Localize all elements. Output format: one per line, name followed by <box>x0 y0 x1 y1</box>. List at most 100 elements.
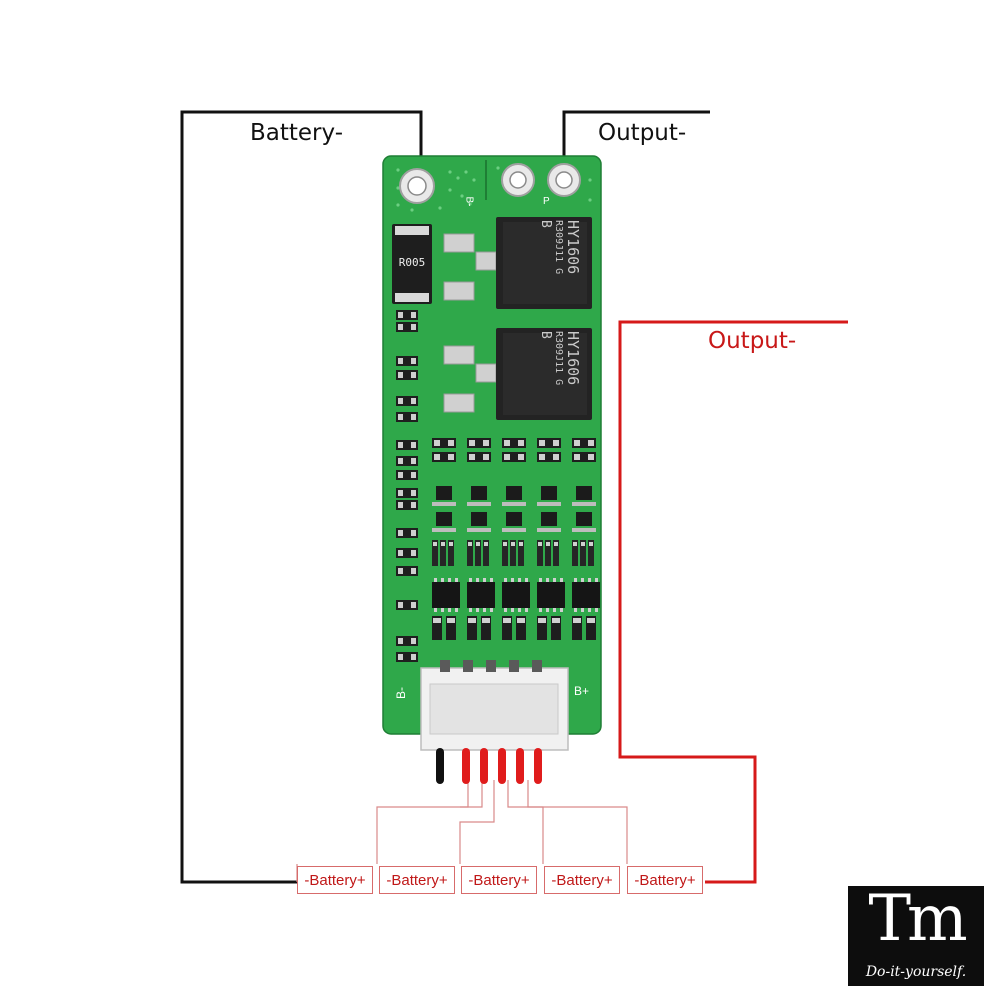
smd-part <box>398 372 403 378</box>
smd-part <box>560 608 563 612</box>
mosfet-top-marking: HY1606 R309J11 G B <box>508 220 582 310</box>
logo-tagline: Do-it-yourself. <box>865 964 967 980</box>
smd-part <box>588 454 594 460</box>
output-minus-black-wire <box>562 110 710 170</box>
smd-part <box>467 438 491 448</box>
smd-part <box>432 502 456 506</box>
smd-part <box>469 440 475 446</box>
smd-part <box>541 486 557 500</box>
smd-part <box>476 578 479 582</box>
smd-part <box>483 454 489 460</box>
smd-part <box>560 578 563 582</box>
smd-part <box>476 542 480 546</box>
smd-part <box>411 324 416 330</box>
smd-part <box>511 608 514 612</box>
smd-part <box>398 472 403 478</box>
smd-part <box>398 550 403 556</box>
smd-part <box>441 608 444 612</box>
smd-part <box>595 578 598 582</box>
smd-part <box>411 550 416 556</box>
smd-part <box>467 528 491 532</box>
smd-part <box>483 578 486 582</box>
smd-part <box>545 540 551 566</box>
smd-part <box>396 488 418 498</box>
smd-part <box>455 608 458 612</box>
mosfet-bottom-part: HY1606 <box>564 331 582 386</box>
smd-part <box>468 542 472 546</box>
smd-part <box>411 568 416 574</box>
smd-part <box>554 542 558 546</box>
smd-part <box>411 638 416 644</box>
smd-part <box>396 356 418 366</box>
smd-part <box>553 578 556 582</box>
smd-part <box>574 454 580 460</box>
smd-part <box>398 442 403 448</box>
smd-part <box>541 512 557 526</box>
smd-part <box>572 540 578 566</box>
output-minus-red-label: Output- <box>708 328 797 354</box>
mosfet-bottom-code: R309J11 G <box>553 331 564 386</box>
smd-part <box>440 540 446 566</box>
smd-part <box>446 616 456 640</box>
smd-part <box>518 440 524 446</box>
smd-part <box>432 438 456 448</box>
smd-part <box>518 454 524 460</box>
output-minus-black-label: Output- <box>598 120 687 146</box>
shunt-resistor <box>392 224 432 304</box>
battery-cell-4: -Battery+ <box>544 866 620 894</box>
smd-part <box>398 414 403 420</box>
smd-part <box>539 454 545 460</box>
smd-part <box>411 502 416 508</box>
smd-part <box>398 654 403 660</box>
smd-part <box>449 542 453 546</box>
smd-part <box>574 608 577 612</box>
smd-part <box>398 358 403 364</box>
smd-part <box>572 582 600 608</box>
smd-part <box>518 578 521 582</box>
smd-part <box>434 608 437 612</box>
smd-part <box>588 440 594 446</box>
smd-part <box>502 502 526 506</box>
smd-part <box>539 608 542 612</box>
smd-part <box>396 470 418 480</box>
smd-part <box>537 582 565 608</box>
smd-part <box>482 618 490 623</box>
smd-part <box>476 608 479 612</box>
smd-part <box>518 540 524 566</box>
battery-cell-2: -Battery+ <box>379 866 455 894</box>
smd-part <box>433 618 441 623</box>
smd-part <box>469 578 472 582</box>
smd-part <box>574 578 577 582</box>
smd-part <box>572 452 596 462</box>
smd-part <box>510 540 516 566</box>
smd-part <box>448 578 451 582</box>
smd-part <box>511 578 514 582</box>
smd-part <box>396 370 418 380</box>
smd-part <box>504 454 510 460</box>
smd-part <box>411 442 416 448</box>
smd-part <box>448 540 454 566</box>
smd-part <box>502 528 526 532</box>
smd-part <box>411 654 416 660</box>
smd-part <box>588 540 594 566</box>
smd-part <box>396 500 418 510</box>
smd-part <box>398 638 403 644</box>
corner-b-plus: B+ <box>574 684 590 698</box>
smd-part <box>398 530 403 536</box>
smd-part <box>396 440 418 450</box>
smd-part <box>552 618 560 623</box>
smd-part <box>538 542 542 546</box>
smd-part <box>518 608 521 612</box>
mosfet-top-code: R309J11 G <box>553 220 564 275</box>
battery-cell-1: -Battery+ <box>297 866 373 894</box>
smd-part <box>580 540 586 566</box>
smd-part <box>398 568 403 574</box>
smd-part <box>398 324 403 330</box>
smd-part <box>581 542 585 546</box>
smd-part <box>504 608 507 612</box>
logo-mark: Tm <box>868 882 967 956</box>
smd-part <box>396 528 418 538</box>
smd-part <box>396 548 418 558</box>
smd-part <box>432 540 438 566</box>
smd-part <box>572 528 596 532</box>
